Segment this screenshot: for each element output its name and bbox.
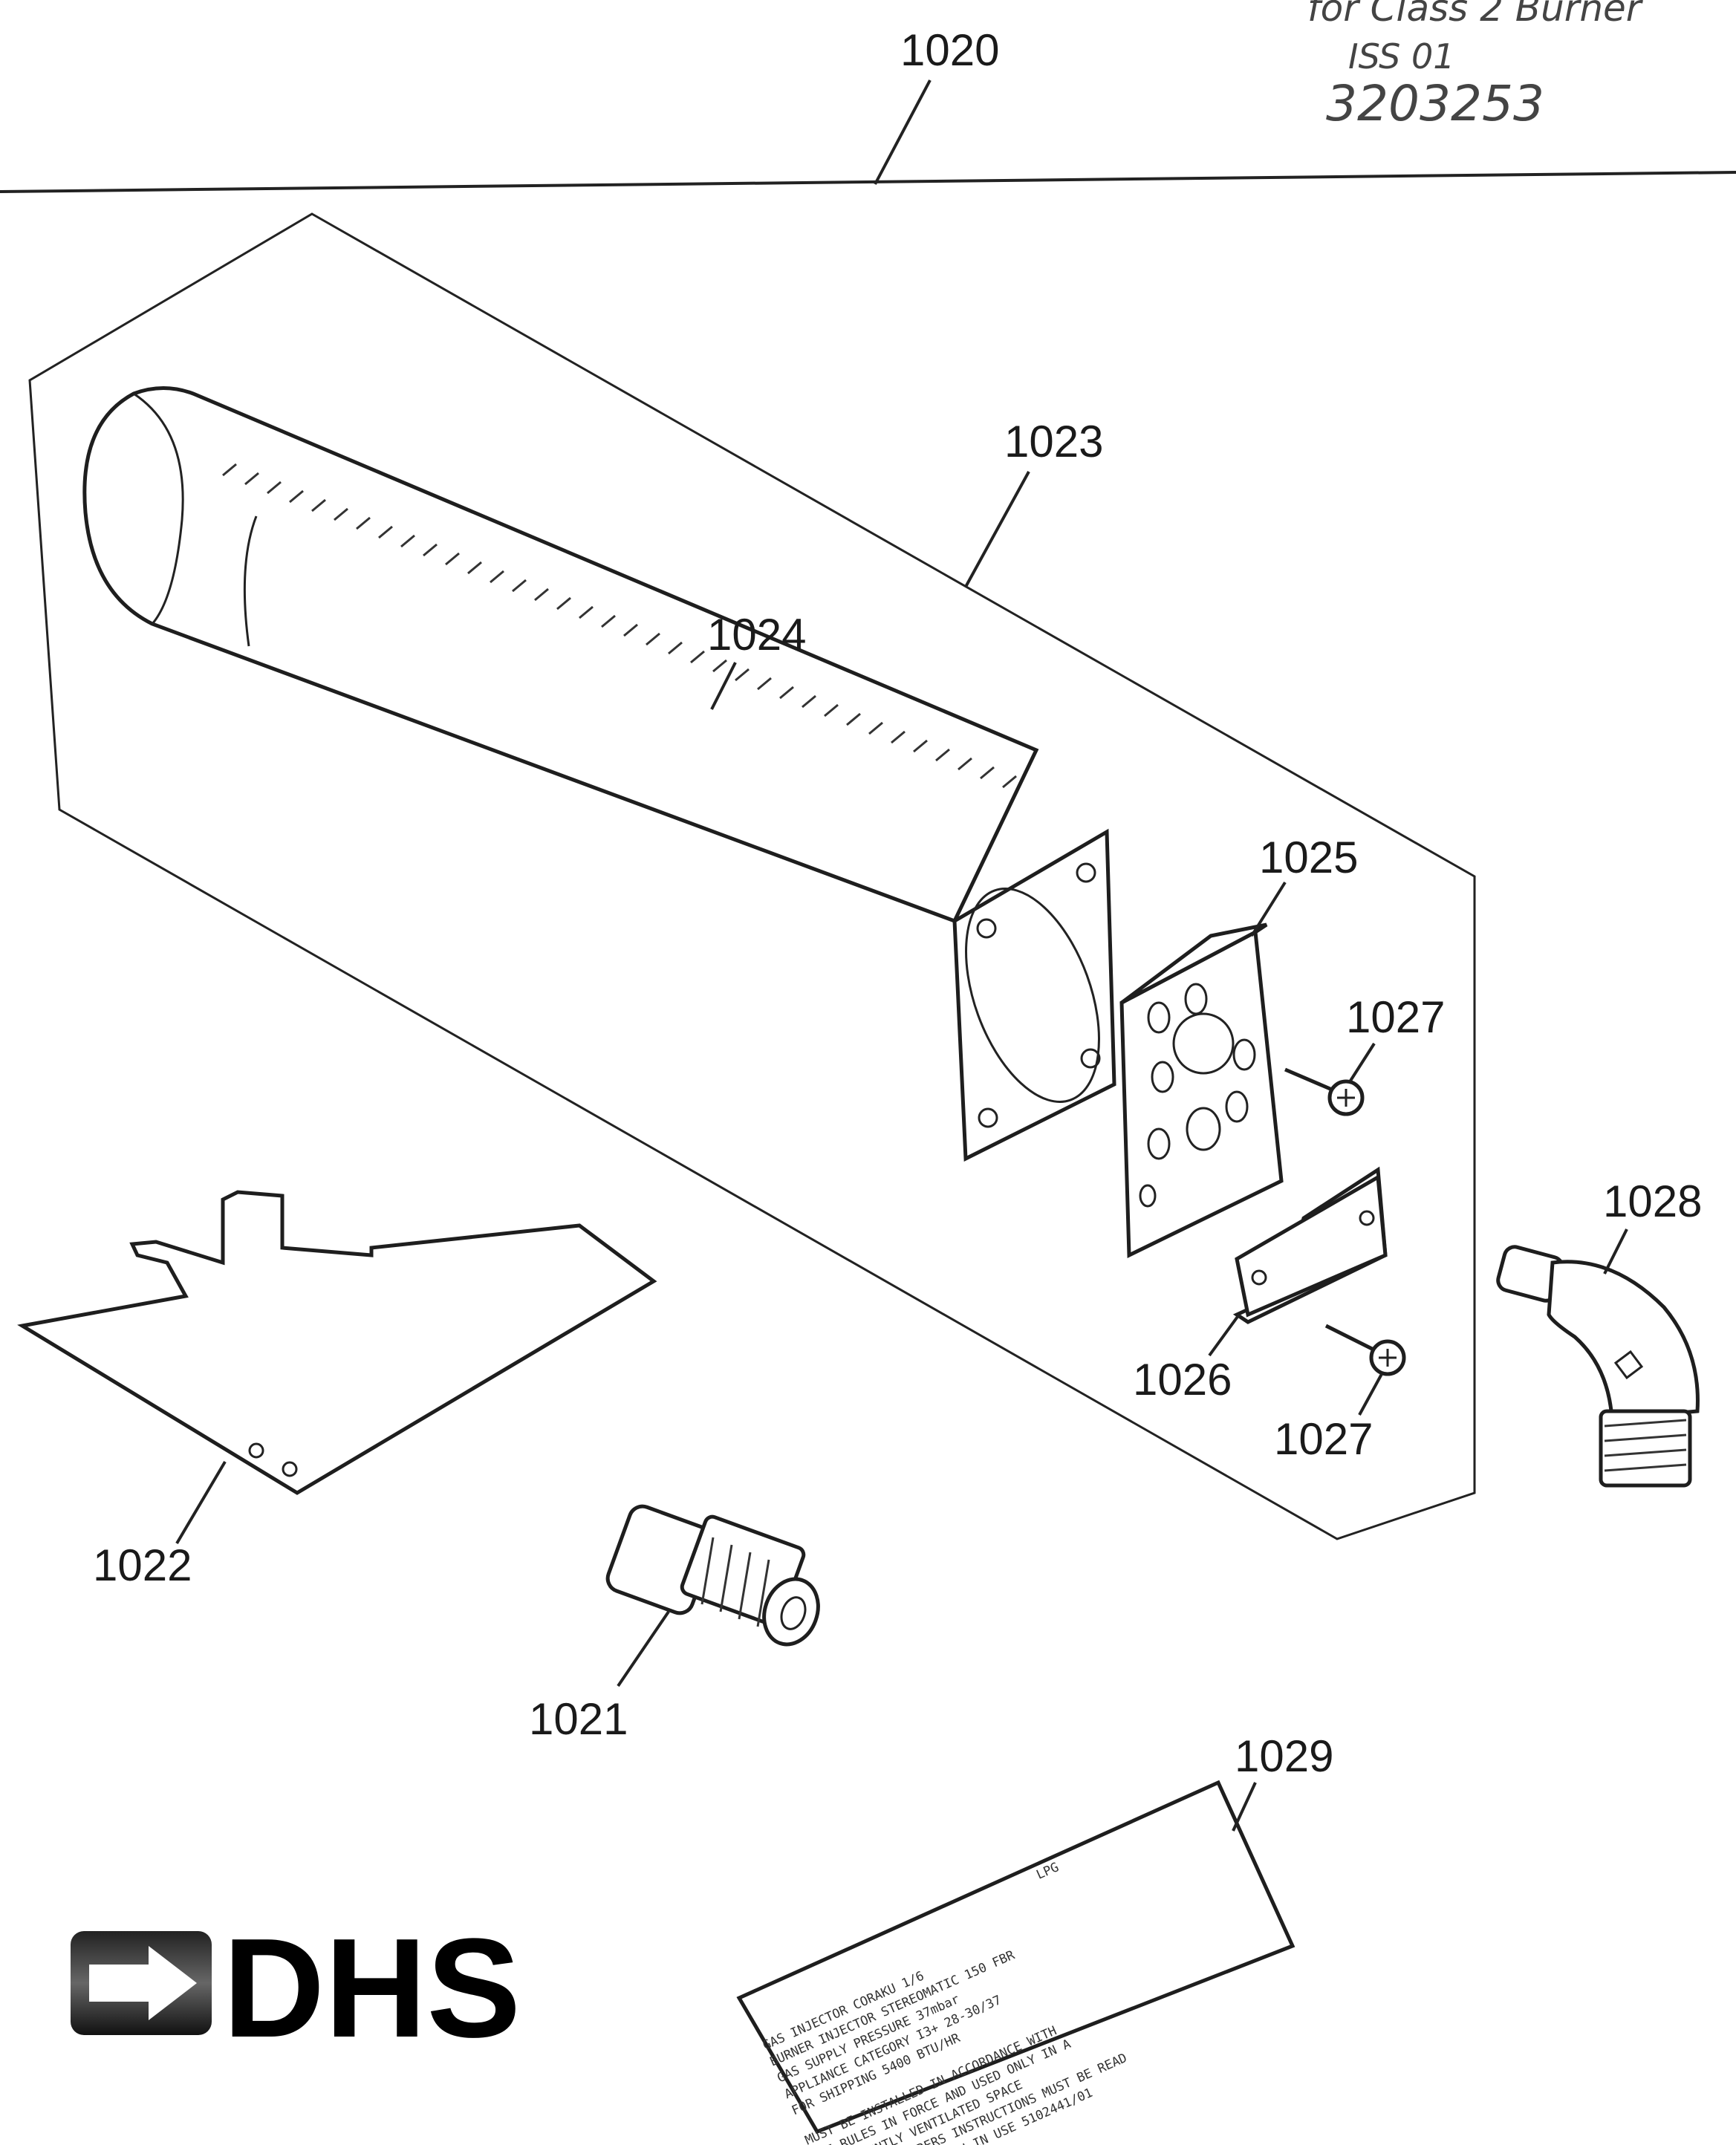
- elbow-fitting-1028: [1496, 1245, 1700, 1488]
- handwritten-note: for Class 2 Burner ISS 01 3203253: [1307, 0, 1644, 132]
- leader-1029: [1232, 1782, 1257, 1832]
- logo-text: DHS: [223, 1910, 521, 2067]
- handwritten-note-line1: for Class 2 Burner: [1307, 0, 1644, 30]
- callout-1022: 1022: [93, 1540, 192, 1590]
- callout-1027-lower: 1027: [1274, 1414, 1373, 1464]
- leader-1027-upper: [1349, 1042, 1376, 1082]
- leader-1022: [175, 1460, 227, 1545]
- leader-1026: [1208, 1313, 1241, 1357]
- callout-1025: 1025: [1259, 833, 1358, 882]
- leader-1021: [617, 1610, 670, 1687]
- screw-upper: [1284, 1067, 1365, 1116]
- plate-1026: [1232, 1166, 1388, 1324]
- callout-1029: 1029: [1235, 1731, 1333, 1781]
- leader-1025: [1250, 881, 1287, 937]
- deflector-plate-1022: [17, 1190, 657, 1495]
- assembly-outline: [28, 212, 1476, 1540]
- burner-tube: [82, 386, 1039, 924]
- flange-gasket: [952, 828, 1116, 1162]
- screw-lower: [1324, 1324, 1406, 1376]
- handwritten-note-line3: 3203253: [1326, 75, 1544, 132]
- callout-1026: 1026: [1133, 1355, 1232, 1404]
- callout-1020: 1020: [900, 25, 999, 75]
- leader-1024: [710, 662, 737, 710]
- union-connector-1021: [605, 1504, 820, 1647]
- callout-1028: 1028: [1603, 1176, 1702, 1226]
- callout-1024: 1024: [707, 610, 806, 660]
- dhs-logo: DHS: [71, 1910, 521, 2067]
- leader-1028: [1603, 1228, 1628, 1275]
- data-label-1029: LPG GAS INJECTOR CORAKU 1/6 BURNER INJEC…: [736, 1780, 1296, 2145]
- leader-1020: [874, 79, 932, 185]
- callout-1023: 1023: [1004, 417, 1103, 466]
- leader-1027-lower: [1358, 1373, 1383, 1416]
- bracket-1025: [1119, 922, 1284, 1258]
- callout-1027-upper: 1027: [1346, 992, 1445, 1042]
- callout-1021: 1021: [529, 1694, 628, 1744]
- handwritten-note-line2: ISS 01: [1348, 36, 1454, 77]
- leader-1023: [964, 471, 1030, 587]
- header-rule: [0, 171, 1736, 193]
